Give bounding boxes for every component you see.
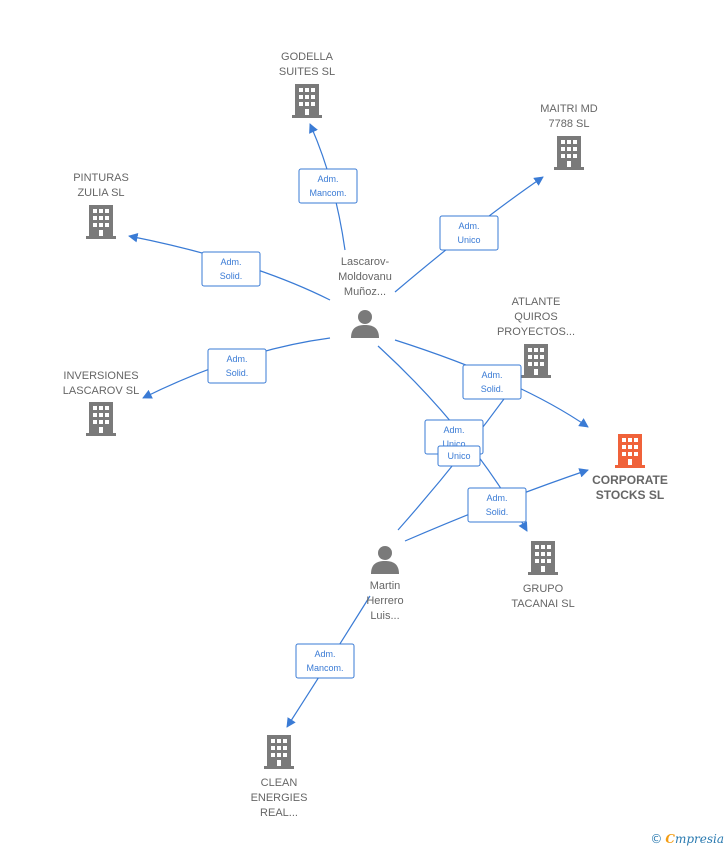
role-label: Unico [457,235,480,245]
brand-initial: C [665,832,675,846]
brand-watermark: ©Cmpresia [650,832,724,846]
node-label: TACANAI SL [511,598,574,610]
role-label: Adm. [481,370,502,380]
node-label: LASCAROV SL [63,385,139,397]
role-badge-frame [295,643,355,679]
building-icon [86,205,116,239]
node-label: Lascarov- [341,256,390,268]
node-grupo[interactable]: GRUPO TACANAI SL [511,541,575,610]
node-label: Moldovanu [338,271,392,283]
role-label: Unico [447,451,470,461]
node-label: PROYECTOS... [497,326,575,338]
role-label: Adm. [443,425,464,435]
building-icon [86,402,116,436]
role-label: Mancom. [306,663,343,673]
node-label: Martin [370,580,401,592]
node-label: Herrero [366,595,403,607]
copyright-symbol: © [650,832,663,846]
building-icon [615,434,645,468]
role-badge-martin-clean[interactable]: Adm. Mancom. [295,643,355,679]
node-label: ZULIA SL [77,187,124,199]
role-label: Adm. [317,174,338,184]
node-label: INVERSIONES [63,370,138,382]
building-icon [292,84,322,118]
brand-name: mpresia [674,832,724,846]
node-label: ATLANTE [512,296,561,308]
role-label: Adm. [458,221,479,231]
node-maitri[interactable]: MAITRI MD 7788 SL [540,103,598,170]
role-badge-frame [467,487,527,523]
role-badge-frame [201,251,261,287]
person-icon [351,310,379,338]
node-label: 7788 SL [549,118,590,130]
role-badge-frame [207,348,267,384]
node-label: CLEAN [261,777,298,789]
role-label: Mancom. [309,188,346,198]
node-label: QUIROS [514,311,557,323]
node-label: GRUPO [523,583,564,595]
node-label: REAL... [260,807,298,819]
node-label: MAITRI MD [540,103,597,115]
role-label: Solid. [486,507,509,517]
role-badge-frame [298,168,358,204]
role-badge-frame [437,445,481,467]
role-label: Adm. [486,493,507,503]
role-label: Solid. [226,368,249,378]
node-label: CORPORATE [592,473,668,487]
role-label: Unico [442,439,465,449]
role-badge-martin-corporate[interactable]: Adm. Solid. [467,487,527,523]
role-badge-lascarov-maitri[interactable]: Adm. Unico [439,215,499,251]
nodes-layer: GODELLA SUITES SL MAITRI MD 7788 SL PINTURAS… [63,51,668,819]
person-icon [371,546,399,574]
role-badge-frame [439,215,499,251]
role-label: Solid. [481,384,504,394]
node-atlante[interactable]: ATLANTE QUIROS PROYECTOS... [497,296,575,378]
role-badge-lascarov-pinturas[interactable]: Adm. Solid. [201,251,261,287]
roles-layer: Adm.Mancom.Adm.UnicoAdm.Solid.Adm.Solid.… [201,168,527,679]
node-lascarov[interactable]: Lascarov- MoldovanuMuñoz... [338,256,392,338]
node-label: STOCKS SL [596,488,664,502]
building-icon [521,344,551,378]
building-icon [264,735,294,769]
role-label: Solid. [220,271,243,281]
node-clean[interactable]: CLEAN ENERGIES REAL... [251,735,308,819]
node-label: Luis... [370,610,399,622]
role-badge-lascarov-godella[interactable]: Adm. Mancom. [298,168,358,204]
node-inversiones[interactable]: INVERSIONES LASCAROV SL [63,370,139,436]
role-badge-frame [462,364,522,400]
building-icon [554,136,584,170]
building-icon [528,541,558,575]
node-godella[interactable]: GODELLA SUITES SL [279,51,335,118]
node-label: GODELLA [281,51,334,63]
node-pinturas[interactable]: PINTURAS ZULIA SL [73,172,129,239]
node-label: SUITES SL [279,66,335,78]
role-label: Adm. [314,649,335,659]
role-badge-lascarov-corporate[interactable]: Adm. Solid. [462,364,522,400]
role-label: Adm. [226,354,247,364]
edges-layer [128,123,589,728]
node-martin[interactable]: MartinHerreroLuis... [366,546,404,622]
role-badge-lascarov-inversiones[interactable]: Adm. Solid. [207,348,267,384]
node-label: PINTURAS [73,172,129,184]
role-label: Adm. [220,257,241,267]
node-label: ENERGIES [251,792,308,804]
node-label: Muñoz... [344,286,386,298]
role-badge-martin-atlante[interactable]: Unico [437,445,481,467]
